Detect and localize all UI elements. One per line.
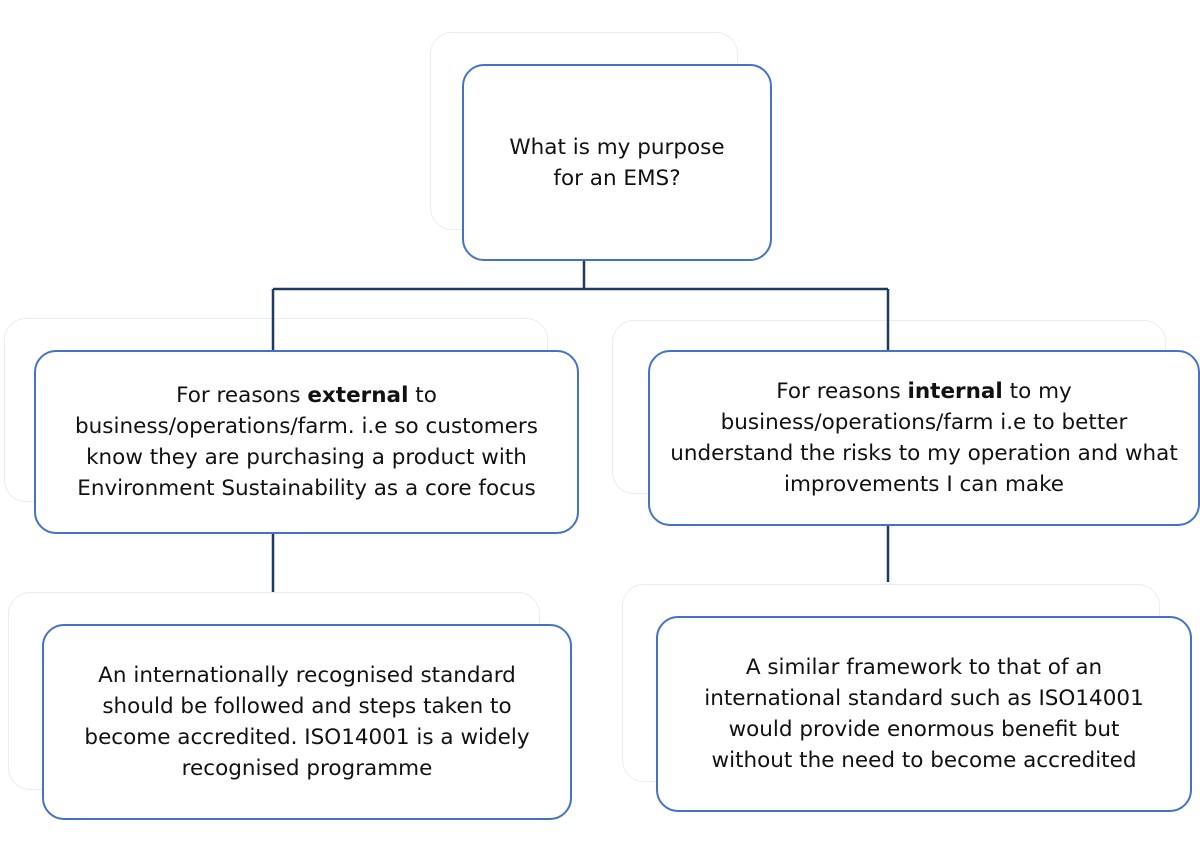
- internal-reason-node: For reasons internal to my business/oper…: [648, 350, 1200, 526]
- accredited-standard-node: An internationally recognised standard s…: [42, 624, 572, 820]
- accredited-standard-text: An internationally recognised standard s…: [84, 663, 530, 781]
- internal-reason-text: For reasons internal to my business/oper…: [670, 379, 1178, 497]
- external-emphasis: external: [307, 383, 409, 408]
- external-reason-text: For reasons external to business/operati…: [75, 383, 538, 501]
- similar-framework-node: A similar framework to that of an intern…: [656, 616, 1192, 812]
- external-reason-node: For reasons external to business/operati…: [34, 350, 579, 534]
- root-question-text: What is my purpose for an EMS?: [509, 134, 725, 191]
- internal-emphasis: internal: [907, 379, 1003, 404]
- root-question-node: What is my purpose for an EMS?: [462, 64, 772, 261]
- similar-framework-text: A similar framework to that of an intern…: [704, 655, 1144, 773]
